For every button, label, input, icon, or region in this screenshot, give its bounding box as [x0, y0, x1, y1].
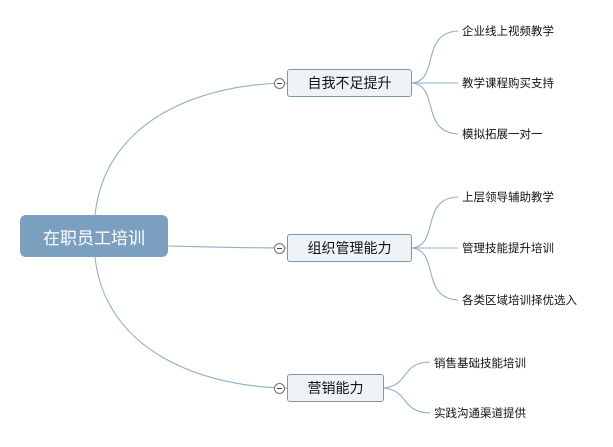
connector-root-branch-0 [94, 82, 288, 216]
connector-branch-1-leaf-0 [411, 196, 459, 249]
branch-topic-1[interactable]: 组织管理能力 [287, 234, 412, 262]
collapse-toggle-branch-1[interactable] [274, 243, 285, 254]
branch-topic-label: 自我不足提升 [307, 76, 392, 92]
subtopic-item[interactable]: 销售基础技能培训 [434, 356, 526, 370]
subtopic-item[interactable]: 上层领导辅助教学 [462, 190, 554, 204]
subtopic-item[interactable]: 教学课程购买支持 [462, 76, 554, 90]
branch-topic-label: 营销能力 [307, 381, 364, 397]
root-topic[interactable]: 在职员工培训 [20, 215, 168, 257]
collapse-toggle-branch-0[interactable] [274, 78, 285, 89]
connector-root-branch-1 [167, 245, 288, 249]
root-topic-label: 在职员工培训 [43, 228, 145, 249]
connector-branch-2-leaf-1 [383, 387, 431, 414]
branch-topic-0[interactable]: 自我不足提升 [287, 69, 412, 97]
connector-branch-0-leaf-0 [411, 30, 459, 84]
subtopic-item[interactable]: 实践沟通渠道提供 [434, 406, 526, 420]
branch-topic-2[interactable]: 营销能力 [287, 374, 384, 402]
connector-root-branch-2 [94, 256, 288, 389]
branch-topic-label: 组织管理能力 [307, 241, 392, 257]
connector-branch-0-leaf-2 [411, 82, 459, 135]
subtopic-item[interactable]: 管理技能提升培训 [462, 241, 554, 255]
connector-branch-1-leaf-2 [411, 247, 459, 301]
connector-branch-2-leaf-0 [383, 361, 431, 389]
subtopic-item[interactable]: 模拟拓展一对一 [462, 127, 543, 141]
subtopic-item[interactable]: 企业线上视频教学 [462, 24, 554, 38]
subtopic-item[interactable]: 各类区域培训择优选入 [462, 293, 577, 307]
collapse-toggle-branch-2[interactable] [274, 383, 285, 394]
